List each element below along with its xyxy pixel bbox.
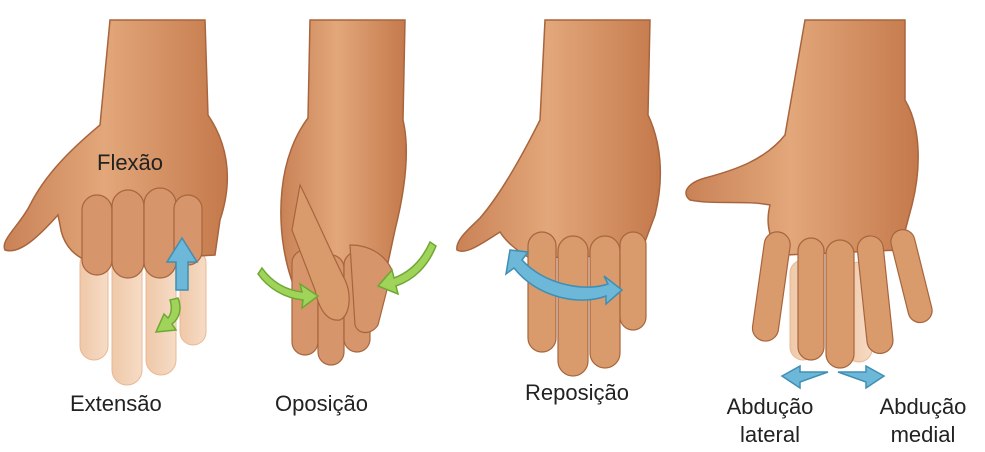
hand-flexion-extension [4,20,227,385]
label-abducao-lateral: Abdução lateral [714,396,826,446]
label-flexao: Flexão [97,152,163,174]
hand-opposition [258,20,436,365]
fingers [751,227,935,368]
label-extensao: Extensão [70,393,162,415]
label-abducao-lateral-line1: Abdução [714,396,826,418]
label-reposicao: Reposição [525,382,629,404]
label-oposicao: Oposição [275,393,368,415]
forearm-palm [686,20,918,255]
arrow-left-blue-icon [782,366,828,388]
label-abducao-medial-line1: Abdução [866,396,980,418]
label-abducao-lateral-line2: lateral [714,424,826,446]
hand-abduction [686,20,935,388]
hand-reposition [457,20,661,376]
fingers [528,232,646,376]
forearm-palm [457,20,661,258]
label-abducao-medial-line2: medial [866,424,980,446]
arrow-right-blue-icon [838,366,884,388]
label-abducao-medial: Abdução medial [866,396,980,446]
